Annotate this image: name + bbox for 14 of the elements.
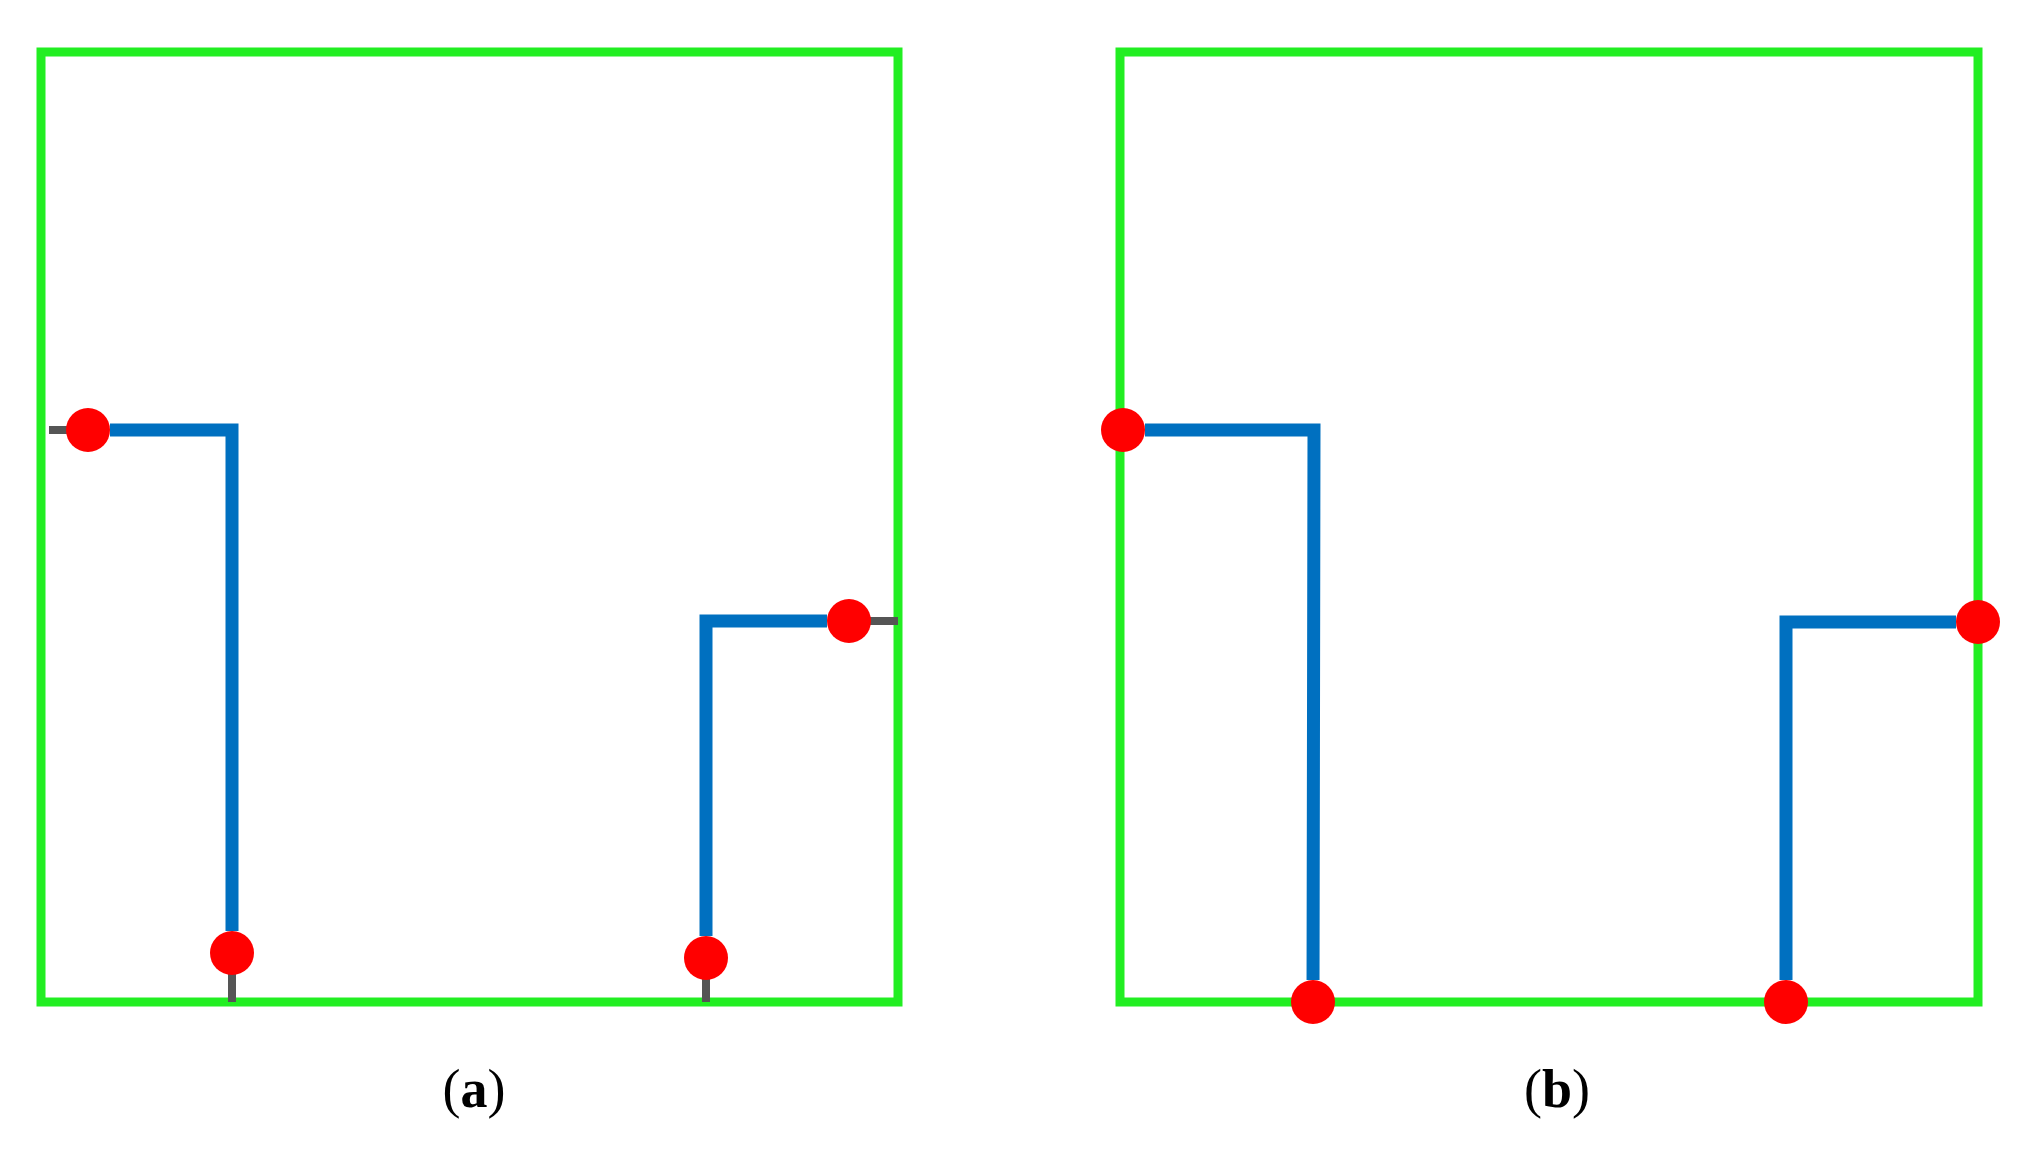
endpoint-dot bbox=[1291, 980, 1335, 1024]
polyline-path bbox=[1145, 423, 1321, 980]
endpoint-dot bbox=[1956, 600, 2000, 644]
endpoint-dot bbox=[827, 599, 871, 643]
endpoint-dot bbox=[66, 408, 110, 452]
panel-label: (a) bbox=[442, 1058, 506, 1120]
polyline-path bbox=[110, 423, 239, 931]
panel-label: (b) bbox=[1524, 1058, 1590, 1120]
endpoint-dot bbox=[684, 936, 728, 980]
endpoint-dot bbox=[210, 931, 254, 975]
endpoint-dot bbox=[1101, 408, 1145, 452]
polyline-path bbox=[1779, 615, 1956, 980]
polyline-path bbox=[699, 614, 827, 936]
endpoint-dot bbox=[1764, 980, 1808, 1024]
